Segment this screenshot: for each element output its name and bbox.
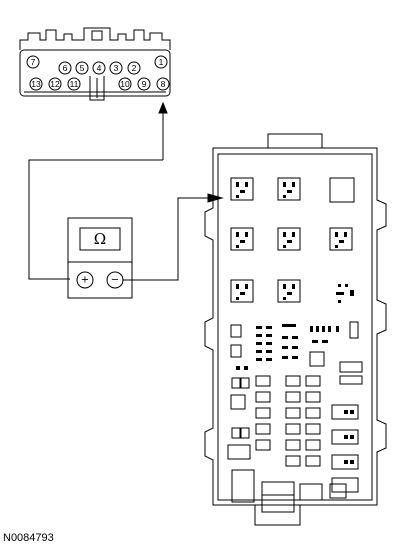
pin-label: 7 — [31, 57, 36, 67]
pin-label: 13 — [31, 79, 41, 89]
pin-13 — [29, 77, 43, 91]
pin-label: 12 — [50, 79, 60, 89]
relay-sockets — [230, 177, 355, 303]
pin-7 — [26, 55, 40, 69]
small-fuse-marks — [236, 324, 354, 464]
relay-pins — [236, 182, 354, 303]
ohm-symbol: Ω — [94, 230, 106, 248]
pin-label: 9 — [142, 79, 147, 89]
pin-1 — [154, 55, 168, 69]
pin-2 — [127, 61, 141, 75]
pin-label: 3 — [114, 63, 119, 73]
positive-lead — [28, 101, 168, 280]
pin-label: 6 — [63, 63, 68, 73]
pin-11 — [67, 77, 81, 91]
negative-lead — [123, 193, 224, 281]
pin-5 — [75, 61, 89, 75]
mini-fuses — [227, 321, 363, 493]
pin-label: 4 — [97, 63, 102, 73]
pin-10 — [118, 77, 132, 91]
pin-label: 11 — [70, 79, 79, 89]
fuse-box — [204, 133, 387, 526]
pin-label: 10 — [120, 79, 130, 89]
positive-sign: + — [81, 275, 89, 286]
connector-pins — [26, 55, 170, 91]
pin-4 — [92, 61, 106, 75]
pin-labels: 7 6 5 4 3 2 1 13 12 11 10 9 8 — [31, 57, 166, 89]
pin-label: 8 — [161, 79, 166, 89]
pin-12 — [48, 77, 62, 91]
pin-label: 2 — [132, 63, 137, 73]
pin-label: 1 — [159, 57, 164, 67]
pin-9 — [137, 77, 151, 91]
meter-display — [79, 227, 121, 251]
pin-3 — [109, 61, 123, 75]
positive-terminal — [76, 271, 94, 289]
negative-sign: − — [111, 275, 119, 286]
pin-6 — [58, 61, 72, 75]
connector — [19, 27, 171, 101]
figure-id: N0084793 — [3, 532, 54, 544]
pin-8 — [156, 77, 170, 91]
pin-label: 5 — [80, 63, 85, 73]
